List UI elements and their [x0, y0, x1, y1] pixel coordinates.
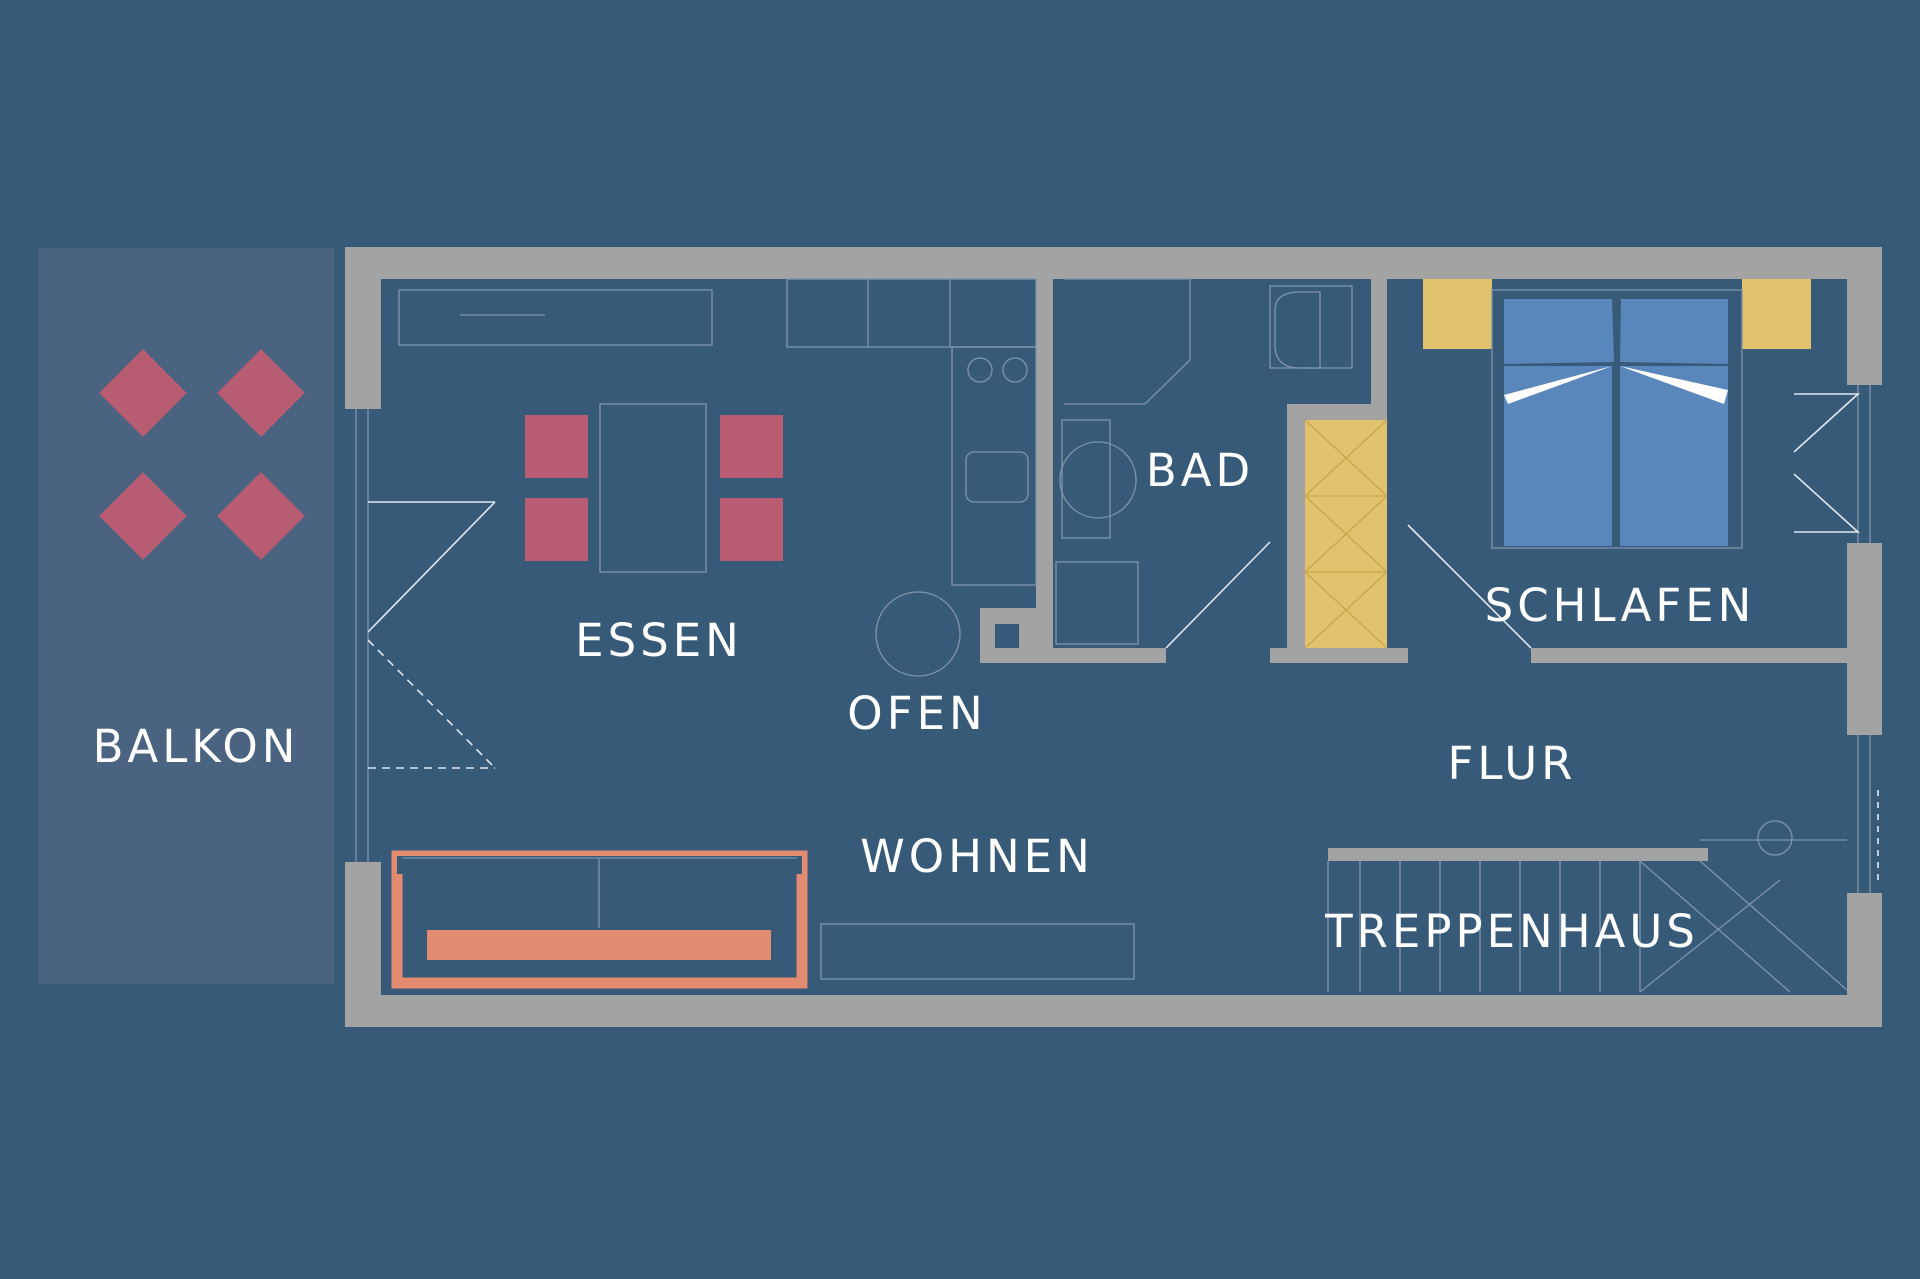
storage-cross-icons [1304, 419, 1388, 649]
tv-board [820, 923, 1135, 980]
entrance-window [1857, 735, 1879, 893]
hob-icon [967, 357, 993, 383]
room-label-treppenhaus: TREPPENHAUS [1324, 905, 1699, 958]
wall-storage-bottom [1270, 648, 1408, 663]
round-stove-icon [875, 591, 961, 677]
bedroom-door [1407, 524, 1532, 649]
bedside-table [1423, 279, 1492, 349]
wall-right-2 [1847, 543, 1882, 735]
pillow [1620, 299, 1728, 364]
room-label-wohnen: WOHNEN [860, 830, 1094, 883]
bed-frame [1491, 289, 1743, 549]
wall-bath-left [1036, 279, 1053, 663]
duvet-folds [1504, 366, 1728, 404]
dining-chairs [525, 415, 783, 561]
chimney-flue-icon [995, 624, 1019, 648]
sofa-icon [391, 850, 808, 989]
toilet-icon [1269, 285, 1353, 369]
chair [525, 415, 588, 478]
wall-bath-bottom [1036, 648, 1166, 663]
wall-bedroom-bottom [1531, 648, 1847, 663]
planter-diamond-icon [217, 472, 305, 560]
wall-bath-right [1371, 279, 1387, 406]
bedside-table [1742, 279, 1811, 349]
inner-walls [980, 279, 1847, 861]
bathroom-door [1165, 541, 1271, 649]
room-label-schlafen: SCHLAFEN [1485, 579, 1756, 632]
shower-icon [1064, 278, 1191, 405]
wall-storage-left [1287, 404, 1305, 662]
balcony-planters [99, 349, 305, 560]
room-labels: BALKON ESSEN OFEN WOHNEN BAD SCHLAFEN FL… [93, 444, 1756, 958]
balcony-door [355, 409, 496, 862]
room-label-bad: BAD [1146, 444, 1254, 497]
bathroom-fixtures [1055, 278, 1353, 645]
sideboard [398, 289, 713, 346]
outer-walls [345, 247, 1882, 1027]
chair [525, 498, 588, 561]
kitchen-counter [786, 278, 1037, 586]
washing-machine [1055, 561, 1139, 645]
wall-bottom [345, 995, 1882, 1027]
chair [720, 415, 783, 478]
balcony-area [38, 248, 334, 984]
wall-right-3 [1847, 893, 1882, 1027]
room-label-essen: ESSEN [575, 614, 743, 667]
chair [720, 498, 783, 561]
wall-left-upper [345, 247, 381, 409]
kitchen-sink-icon [965, 451, 1029, 503]
staircase-icon [1327, 820, 1848, 993]
planter-diamond-icon [217, 349, 305, 437]
room-label-balkon: BALKON [93, 720, 300, 773]
wall-stair-rail [1328, 848, 1708, 861]
double-bed-icon [1504, 299, 1728, 546]
room-label-ofen: OFEN [847, 687, 986, 740]
bedside-tables [1423, 279, 1811, 349]
wall-left-lower [345, 862, 381, 1027]
wall-top [345, 247, 1882, 279]
wall-storage-top [1287, 404, 1387, 420]
room-label-flur: FLUR [1448, 737, 1577, 790]
dining-table [599, 403, 707, 573]
pillow [1504, 299, 1614, 364]
bedroom-window [1793, 385, 1871, 543]
washbasin-icon [1059, 441, 1137, 519]
wall-right-1 [1847, 247, 1882, 385]
